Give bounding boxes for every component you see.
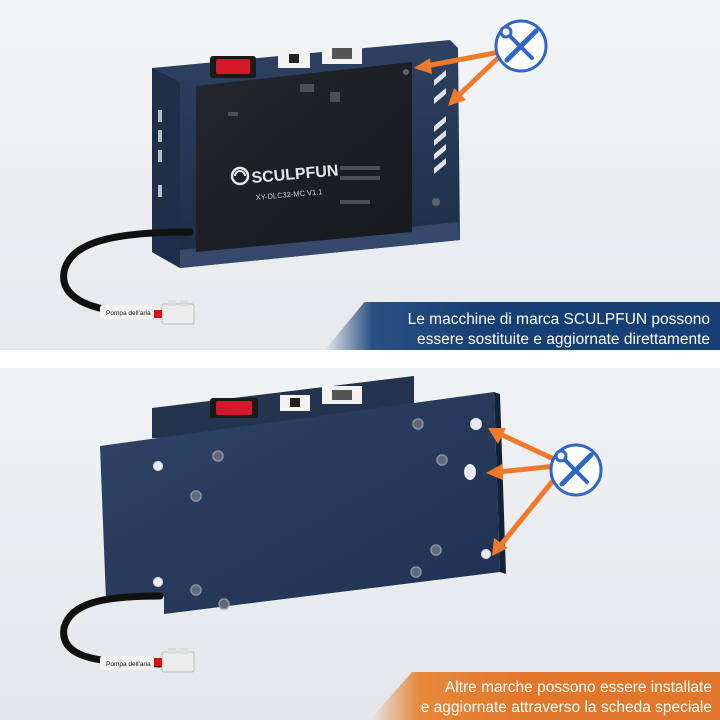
plate-screws <box>190 418 448 610</box>
vent-slots <box>434 70 446 174</box>
sculpfun-logo <box>230 166 250 186</box>
cable-sleeve <box>100 305 154 319</box>
top-caption-banner: Le macchine di marca SCULPFUN possono es… <box>325 302 720 350</box>
port-sockets <box>278 44 362 68</box>
controller-board <box>196 62 412 252</box>
air-pump-cable <box>60 592 164 668</box>
connector-plug <box>154 648 195 673</box>
enclosure-adapter-scene: Pompa dell'aria <box>60 376 603 673</box>
enclosure-open-scene: SCULPFUN XY-DLC32-MC V1.1 Pompa dell'ari… <box>60 19 548 325</box>
port-sockets <box>280 386 362 411</box>
screw <box>432 198 440 206</box>
callout-arrows <box>486 428 562 556</box>
bottom-caption-line1: Altre marche possono essere installate <box>444 679 712 696</box>
screw <box>403 69 409 75</box>
connector-plug <box>154 300 195 325</box>
wrench-screwdriver-icon <box>549 443 603 497</box>
cable-sleeve <box>100 656 154 670</box>
bottom-panel: Pompa dell'aria Altre marche possono ess… <box>0 368 720 720</box>
cable-tag: Pompa dell'aria <box>106 310 151 317</box>
air-pump-cable <box>60 228 194 318</box>
top-caption-line2: essere sostituite e aggiornate direttame… <box>417 331 710 348</box>
adapter-plate <box>100 392 500 614</box>
top-panel: SCULPFUN XY-DLC32-MC V1.1 Pompa dell'ari… <box>0 0 720 352</box>
bottom-caption-banner: Altre marche possono essere installate e… <box>370 672 720 720</box>
power-switch <box>210 56 256 78</box>
callout-arrows <box>414 49 502 106</box>
bottom-caption-line2: e aggiornate attraverso la scheda specia… <box>420 699 712 716</box>
section-divider <box>0 350 720 368</box>
cable-tag: Pompa dell'aria <box>106 661 151 668</box>
top-caption-line1: Le macchine di marca SCULPFUN possono <box>407 311 710 328</box>
case-left-wall <box>152 68 180 268</box>
board-components <box>228 84 380 204</box>
mounting-holes <box>153 418 491 587</box>
left-vent-slots <box>158 110 162 197</box>
power-switch <box>210 398 258 418</box>
wrench-screwdriver-icon <box>494 19 548 73</box>
